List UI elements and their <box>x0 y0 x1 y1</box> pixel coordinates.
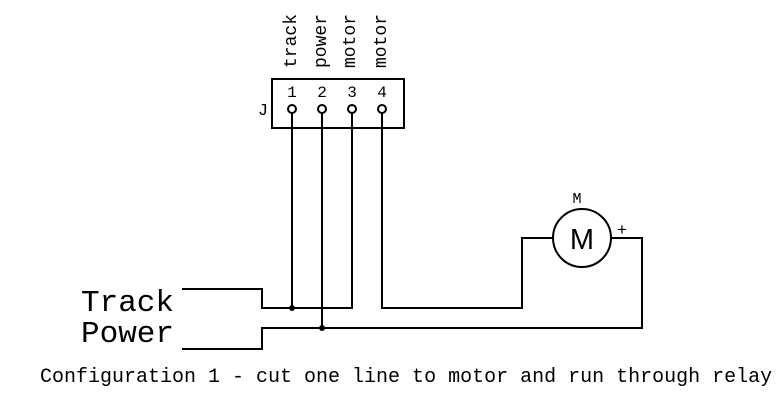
pin-terminal-4 <box>377 104 387 114</box>
pin-label-1: track <box>282 14 302 68</box>
motor-designator: M <box>572 191 581 208</box>
pin-number-3: 3 <box>347 84 357 102</box>
motor-symbol-letter: M <box>570 224 594 256</box>
motor-symbol-circle <box>552 208 612 268</box>
pin-number-4: 4 <box>377 84 387 102</box>
connector-j: J 1 2 3 4 <box>258 78 405 129</box>
pin-terminal-2 <box>317 104 327 114</box>
pin-terminal-3 <box>347 104 357 114</box>
pin-label-4: motor <box>372 14 392 68</box>
pin-number-1: 1 <box>287 84 297 102</box>
motor-polarity-plus: + <box>617 222 627 241</box>
junction-dot-track <box>289 305 295 311</box>
pin-label-3: motor <box>341 14 361 68</box>
pin-number-2: 2 <box>317 84 327 102</box>
pin-terminal-1 <box>287 104 297 114</box>
junction-dot-power <box>319 325 325 331</box>
wires <box>182 112 643 350</box>
connector-pin-labels: track power motor motor <box>282 14 392 68</box>
wire-pin4-to-motor <box>381 112 554 309</box>
pin-terminals <box>287 104 387 114</box>
diagram-caption: Configuration 1 - cut one line to motor … <box>40 366 772 389</box>
wire-track-input <box>182 288 353 309</box>
motor: M M + <box>552 191 627 268</box>
connector-body <box>271 78 405 129</box>
input-label-track: Track <box>81 286 174 321</box>
connector-designator: J <box>258 102 268 121</box>
input-label-power: Power <box>81 317 174 352</box>
junctions <box>289 305 325 331</box>
pin-label-2: power <box>312 14 332 68</box>
input-labels: Track Power <box>81 286 174 352</box>
wire-power-input <box>182 237 643 350</box>
